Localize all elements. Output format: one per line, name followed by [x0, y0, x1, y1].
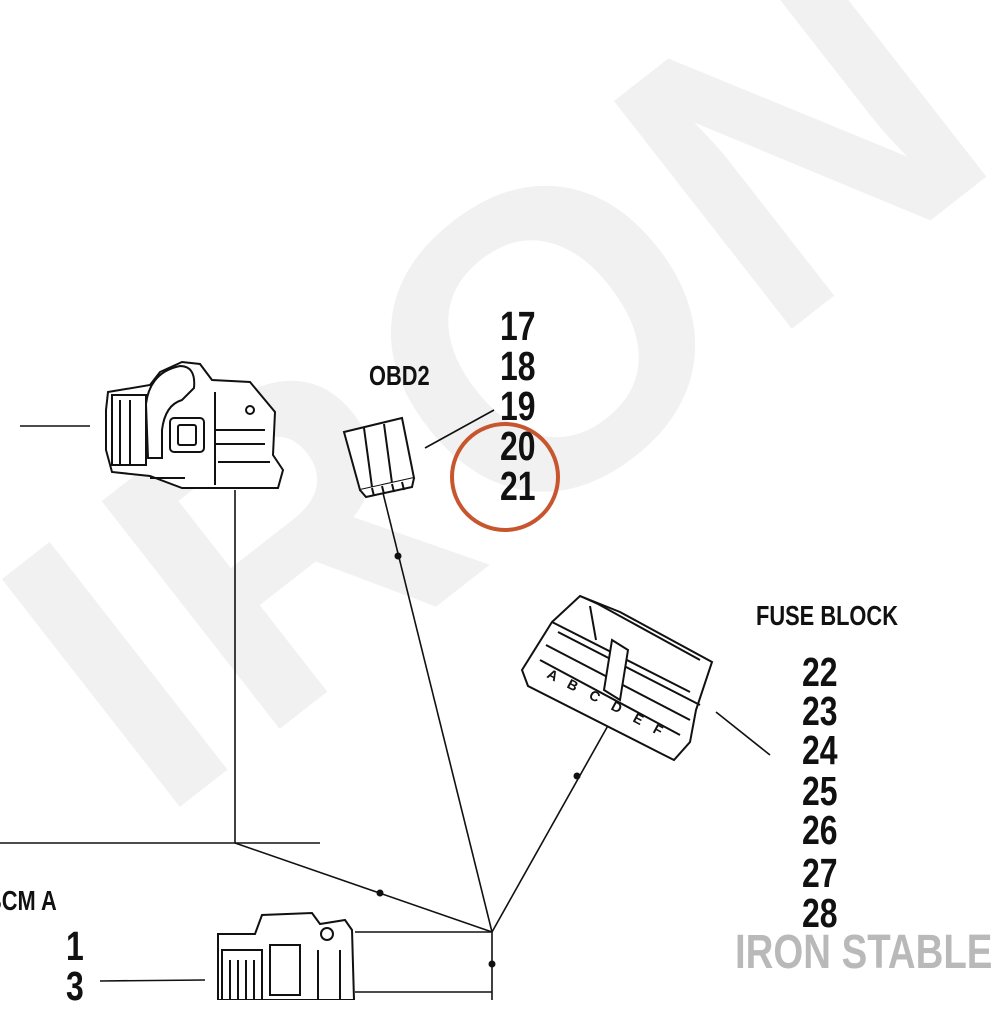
bcm-a-number: 1 [66, 923, 84, 969]
bcm-a-number: 3 [66, 963, 84, 1009]
connector-top-left [105, 360, 285, 489]
obd2-number-circled: 21 [500, 463, 536, 509]
obd2-number: 18 [500, 343, 536, 389]
fuse-block-number: 25 [802, 768, 838, 814]
fuse-block-number: 23 [802, 688, 838, 734]
obd2-number: 19 [500, 383, 536, 429]
fuse-block-number: 24 [802, 727, 838, 773]
wire-obd2-down [382, 492, 493, 933]
connector-obd2 [342, 416, 416, 499]
watermark-logo-text: IRON STABLE [735, 926, 993, 979]
fuse-block-title: FUSE BLOCK [756, 600, 898, 631]
highlight-circle [450, 422, 560, 532]
leader-fuse-block [715, 711, 771, 756]
obd2-number: 17 [500, 303, 536, 349]
bcm-a-title: BCM A [0, 885, 57, 916]
leader-obd2 [424, 409, 495, 449]
junction-dot [376, 889, 384, 897]
fuse-block-number: 28 [802, 890, 838, 936]
wire-fuse-down [491, 721, 611, 933]
fuse-block-number: 27 [802, 850, 838, 896]
wire-bcm-connector-lead [99, 979, 206, 982]
obd2-number: 20 [500, 423, 536, 469]
junction-dot [488, 960, 496, 968]
connector-bcm-a [217, 911, 356, 1000]
junction-dot [573, 772, 581, 780]
wire-to-junction [234, 842, 493, 933]
fuse-block-number: 26 [802, 807, 838, 853]
junction-dot [394, 552, 402, 560]
connector-fuse-block [520, 594, 714, 762]
fuse-block-number: 22 [802, 649, 838, 695]
obd2-title: OBD2 [369, 360, 430, 391]
